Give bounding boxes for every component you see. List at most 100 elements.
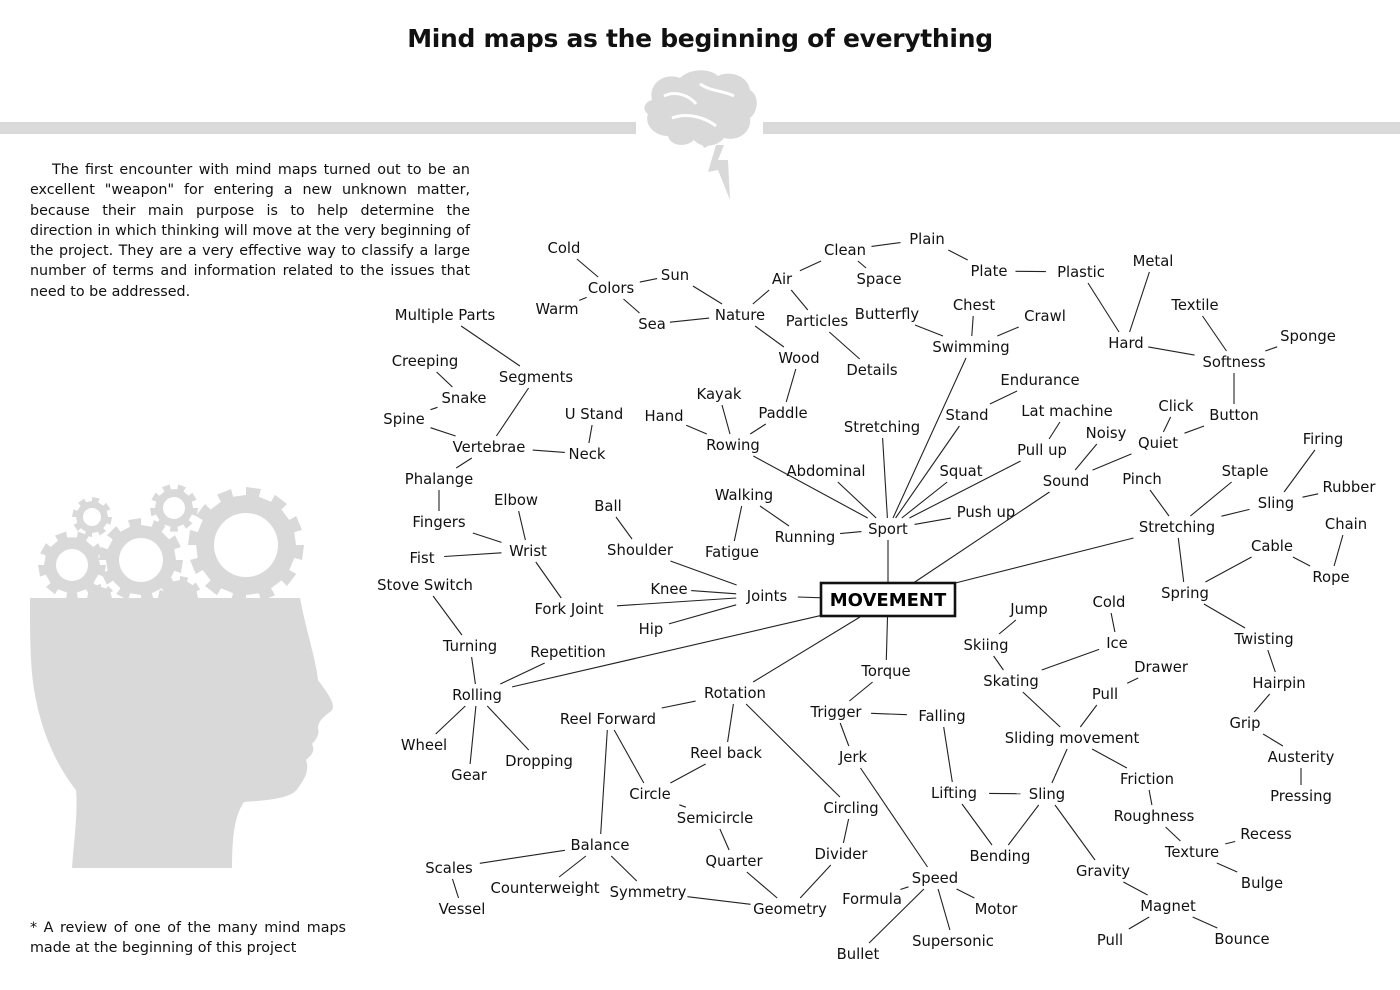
- node-textile: Textile: [1170, 297, 1218, 314]
- gear-icon: [38, 531, 106, 599]
- edge-speed-supersonic: [937, 888, 951, 931]
- edge-roughness-texture: [1165, 826, 1181, 842]
- edge-sling2-stretching2: [1221, 508, 1250, 517]
- edge-crawl-swimming: [997, 326, 1019, 337]
- node-snake: Snake: [442, 390, 487, 407]
- node-cold2: Cold: [1093, 594, 1126, 611]
- edge-ustand-neck: [588, 424, 593, 444]
- edge-particles-details: [828, 331, 861, 360]
- edge-stretching1-sport: [882, 437, 888, 519]
- edge-snake-spine: [430, 406, 438, 411]
- edge-stand-sport: [895, 425, 960, 519]
- edge-cold2-ice: [1110, 612, 1116, 633]
- edge-torque-trigger: [849, 681, 873, 702]
- node-latmachine: Lat machine: [1021, 403, 1112, 420]
- edge-gravity-magnet: [1123, 881, 1148, 896]
- edge-elbow-wrist: [518, 510, 526, 541]
- edge-symmetry-geometry: [687, 896, 751, 905]
- edge-lifting-bending: [961, 803, 993, 846]
- node-torque: Torque: [860, 663, 910, 680]
- edge-cold1-colors: [576, 258, 599, 278]
- node-motor: Motor: [975, 901, 1019, 918]
- node-endurance: Endurance: [1000, 372, 1079, 389]
- node-wrist: Wrist: [509, 543, 547, 560]
- node-phalange: Phalange: [405, 471, 473, 488]
- node-plain: Plain: [909, 231, 945, 248]
- edge-drawer-pull1: [1126, 677, 1139, 684]
- edge-jump-skiing: [998, 619, 1017, 635]
- edge-skating-slidingmovement: [1022, 691, 1061, 728]
- node-sponge: Sponge: [1280, 328, 1336, 345]
- page-title: Mind maps as the beginning of everything: [407, 24, 993, 53]
- node-semicircle: Semicircle: [677, 810, 753, 827]
- node-rowing: Rowing: [706, 437, 760, 454]
- edge-knee-joints: [691, 590, 737, 595]
- edge-colors-sea: [623, 298, 640, 314]
- edge-pinch-stretching2: [1149, 489, 1170, 517]
- node-magnet: Magnet: [1140, 898, 1196, 915]
- edge-hard-softness: [1148, 346, 1195, 356]
- edge-nature-wood: [754, 325, 785, 348]
- edge-spring-twisting: [1203, 603, 1246, 629]
- node-quarter: Quarter: [705, 853, 763, 870]
- edge-click-quiet: [1162, 416, 1172, 433]
- edge-speed-motor: [956, 888, 975, 899]
- edge-texture-bulge: [1216, 862, 1238, 873]
- node-geometry: Geometry: [753, 901, 827, 918]
- edge-butterfly-swimming: [914, 324, 944, 337]
- node-click: Click: [1158, 398, 1194, 415]
- node-pushup: Push up: [957, 504, 1016, 521]
- node-bounce: Bounce: [1214, 931, 1269, 948]
- edge-fist-wrist: [444, 552, 502, 558]
- node-spine: Spine: [383, 411, 424, 428]
- node-pressing: Pressing: [1270, 788, 1332, 805]
- edge-firing-sling2: [1283, 449, 1316, 493]
- node-reelforward: Reel Forward: [560, 711, 656, 728]
- edge-clean-space: [857, 260, 867, 269]
- node-sling1: Sling: [1029, 786, 1065, 803]
- node-circle: Circle: [629, 786, 671, 803]
- node-fist: Fist: [409, 550, 434, 567]
- node-elbow: Elbow: [494, 492, 538, 509]
- node-quiet: Quiet: [1138, 435, 1178, 452]
- node-plate: Plate: [970, 263, 1007, 280]
- edge-rotation-reelforward: [661, 700, 696, 709]
- edge-metal-hard: [1129, 271, 1150, 333]
- node-knee: Knee: [650, 581, 687, 598]
- node-squat: Squat: [939, 463, 982, 480]
- edge-nature-air: [752, 289, 770, 305]
- node-reelback: Reel back: [690, 745, 762, 762]
- node-pinch: Pinch: [1122, 471, 1162, 488]
- node-dropping: Dropping: [505, 753, 573, 770]
- node-button: Button: [1209, 407, 1259, 424]
- edge-quiet-sound: [1092, 453, 1132, 471]
- mind-map-nodes: ColdColorsWarmSunSeaNatureAirCleanPlainS…: [377, 231, 1376, 963]
- mind-map-edges: [430, 242, 1344, 944]
- node-divider: Divider: [815, 846, 869, 863]
- edge-sun-nature: [692, 285, 723, 305]
- edge-balance-scales: [479, 849, 565, 864]
- center-node: MOVEMENT: [819, 581, 957, 618]
- node-lifting: Lifting: [931, 785, 977, 802]
- edge-wood-paddle: [785, 368, 797, 403]
- node-stretching2: Stretching: [1139, 519, 1215, 536]
- edge-magnet-bounce: [1192, 916, 1218, 929]
- node-circling: Circling: [823, 800, 878, 817]
- node-staple: Staple: [1222, 463, 1269, 480]
- node-falling: Falling: [918, 708, 965, 725]
- node-sling2: Sling: [1258, 495, 1294, 512]
- edge-staple-stretching2: [1190, 481, 1232, 517]
- edge-plastic-hard: [1087, 282, 1120, 333]
- center-node-box: [819, 581, 957, 618]
- edge-semicircle-quarter: [719, 828, 730, 851]
- node-scales: Scales: [425, 860, 473, 877]
- node-running: Running: [775, 529, 836, 546]
- node-balance: Balance: [570, 837, 629, 854]
- node-repetition: Repetition: [530, 644, 605, 661]
- edge-air-clean: [799, 260, 822, 272]
- edge-rotation-MOV: [752, 616, 861, 683]
- node-turning: Turning: [442, 638, 497, 655]
- edge-ice-skating: [1041, 648, 1100, 671]
- edge-skiing-skating: [993, 655, 1004, 671]
- edge-sound-MOV: [913, 491, 1050, 584]
